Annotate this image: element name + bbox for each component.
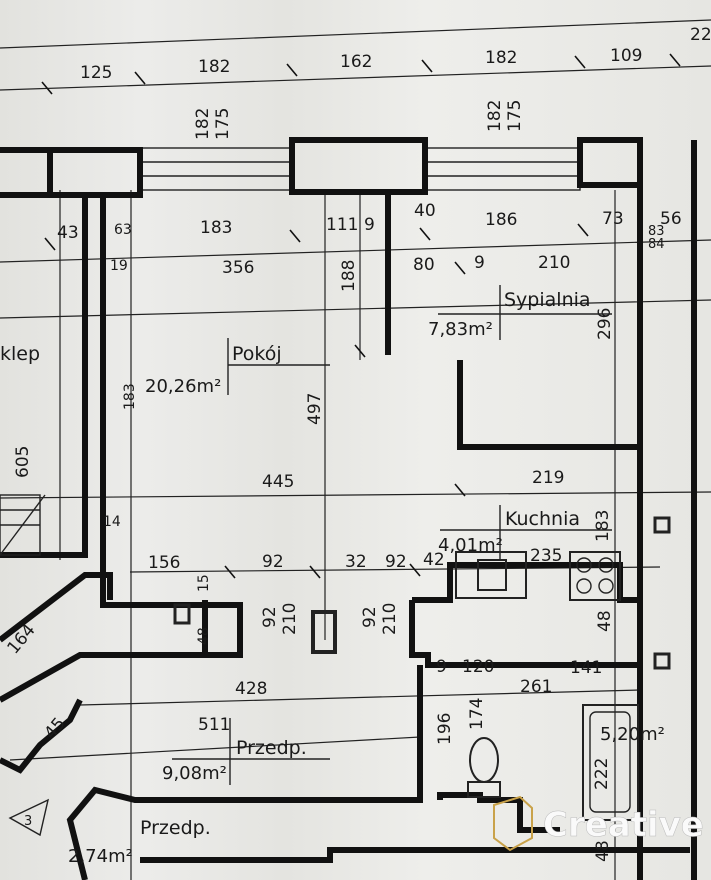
dim-label: 141: [570, 658, 602, 678]
dim-label: 120: [462, 657, 494, 677]
dim-label: 296: [595, 308, 615, 340]
room-label-underlines: [172, 285, 612, 785]
dim-label: 32: [345, 552, 367, 572]
dim-label: 182: [193, 108, 213, 140]
svg-text:3: 3: [24, 814, 32, 829]
dim-label: 92: [262, 552, 284, 572]
dim-label: 125: [80, 63, 112, 83]
room-area-pokoj: 20,26m²: [145, 376, 221, 397]
room-name-sklep: klep: [0, 343, 40, 365]
stove-icon: [569, 551, 621, 601]
dim-label: 56: [660, 209, 682, 229]
dim-label: 43: [57, 223, 79, 243]
dim-label: 175: [505, 100, 525, 132]
dim-label: 497: [305, 393, 325, 425]
room-area-lazienka: 5,20m²: [600, 724, 665, 745]
room-area-kuchnia: 4,01m²: [438, 535, 503, 556]
dim-label: 219: [532, 468, 564, 488]
walls: [0, 137, 697, 880]
dim-label: 109: [610, 46, 642, 66]
room-name-przedpokoj: Przedp.: [236, 737, 307, 759]
creative-logo: Creative: [493, 795, 704, 852]
dim-label: 111: [326, 215, 358, 235]
dim-label: 183: [122, 383, 138, 410]
dim-label: 92: [385, 552, 407, 572]
watermark-text: Creative: [543, 805, 704, 845]
dim-label: 14: [103, 514, 121, 530]
dim-label: 445: [262, 472, 294, 492]
dim-label: 235: [530, 546, 562, 566]
toilet-icon: [467, 737, 501, 798]
dim-label: 196: [435, 713, 455, 745]
dim-label: 428: [235, 679, 267, 699]
dimension-lines: [0, 19, 711, 880]
dim-label: 182: [485, 48, 517, 68]
dim-label: 80: [413, 255, 435, 275]
dim-label: 19: [110, 258, 128, 274]
room-area-przedpokoj: 9,08m²: [162, 763, 227, 784]
dim-label: 188: [339, 260, 359, 292]
dim-label: 40: [414, 201, 436, 221]
dim-label: 42: [423, 550, 445, 570]
stair-marker: 3: [8, 798, 50, 837]
dim-label: 210: [538, 253, 570, 273]
door-width: 92: [360, 606, 380, 628]
dim-label: 261: [520, 677, 552, 697]
room-name-pokoj: Pokój: [232, 343, 282, 365]
dim-label: 183: [200, 218, 232, 238]
room-name-przedpokoj-2: Przedp.: [140, 817, 211, 839]
dim-label: 9: [474, 253, 485, 273]
dim-label: 15: [196, 574, 212, 592]
windows: [139, 147, 581, 191]
dim-label: 174: [467, 698, 487, 730]
dim-label: 164: [4, 620, 40, 658]
dim-label: 73: [602, 209, 624, 229]
dim-label: 511: [198, 715, 230, 735]
door-height: 210: [380, 603, 400, 635]
dim-label: 156: [148, 553, 180, 573]
dim-label: 182: [198, 57, 230, 77]
room-name-kuchnia: Kuchnia: [505, 508, 580, 530]
stairs-icon: [0, 494, 46, 556]
dim-label: 182: [485, 100, 505, 132]
dim-label: 175: [213, 108, 233, 140]
dim-label: 83: [648, 224, 665, 239]
dim-label: 162: [340, 52, 372, 72]
sink-icon: [455, 551, 527, 599]
dim-label: 22: [690, 25, 711, 45]
room-area-przedpokoj-2: 2,74m²: [68, 846, 133, 867]
door-height: 210: [280, 603, 300, 635]
dim-label: 63: [114, 222, 132, 238]
dim-label: 186: [485, 210, 517, 230]
dim-label: 222: [592, 758, 612, 790]
bathtub-icon: [582, 704, 639, 821]
door-width: 92: [260, 606, 280, 628]
dim-label: 183: [593, 510, 613, 542]
room-area-sypialnia: 7,83m²: [428, 319, 493, 340]
dim-label: 48: [595, 610, 615, 632]
dim-label: 9: [436, 657, 447, 677]
dim-label: 84: [648, 237, 665, 252]
dim-label: 605: [13, 446, 33, 478]
dim-label: 356: [222, 258, 254, 278]
dim-label: 48: [593, 840, 613, 862]
room-name-sypialnia: Sypialnia: [504, 289, 591, 311]
dim-label: 9: [364, 215, 375, 235]
dim-label: 48: [196, 627, 212, 645]
